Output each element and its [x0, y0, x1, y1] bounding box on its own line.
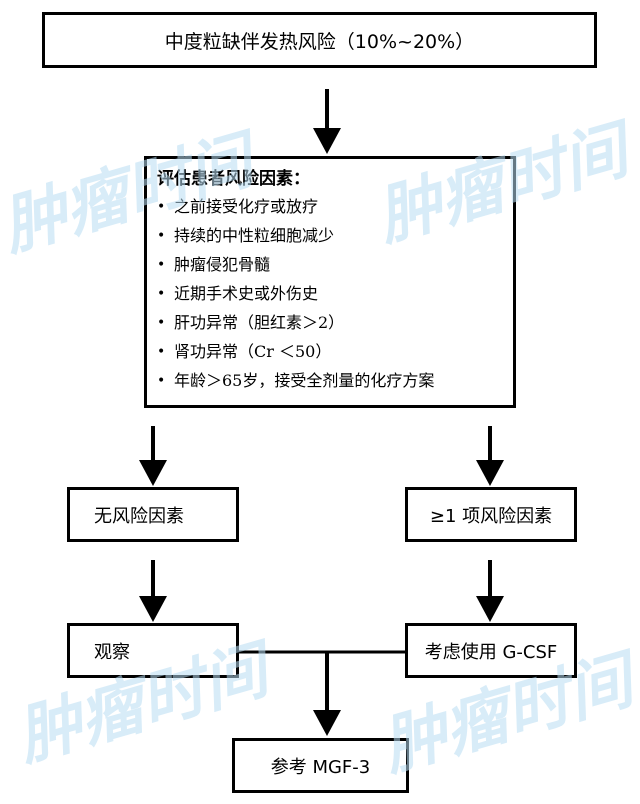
- risk-factor-text: 肾功异常（Cr ＜50）: [174, 342, 332, 361]
- risk-factor-item: • 持续的中性粒细胞减少: [157, 226, 334, 246]
- risk-factor-text: 之前接受化疗或放疗: [174, 197, 319, 216]
- risk-factor-item: • 年龄＞65岁，接受全剂量的化疗方案: [157, 371, 434, 391]
- bullet-icon: •: [157, 257, 166, 273]
- risk-factor-text: 肿瘤侵犯骨髓: [174, 255, 271, 274]
- risk-factor-item: • 肝功异常（胆红素＞2）: [157, 313, 344, 333]
- has-risk-factors-label: ≥1 项风险因素: [429, 505, 553, 527]
- bullet-icon: •: [157, 286, 166, 302]
- risk-factors-box: 评估患者风险因素： • 之前接受化疗或放疗 • 持续的中性粒细胞减少 • 肿瘤侵犯骨髓…: [144, 156, 516, 408]
- risk-factor-item: • 肾功异常（Cr ＜50）: [157, 342, 331, 362]
- observe-box: 观察: [67, 623, 239, 678]
- moderate-risk-label: 中度粒缺伴发热风险（10%~20%）: [164, 30, 475, 53]
- bullet-icon: •: [157, 199, 166, 215]
- risk-factor-item: • 肿瘤侵犯骨髓: [157, 255, 270, 275]
- bullet-icon: •: [157, 373, 166, 389]
- bullet-icon: •: [157, 344, 166, 360]
- reference-mgf3-label: 参考 MGF-3: [270, 756, 371, 778]
- risk-factor-item: • 之前接受化疗或放疗: [157, 197, 318, 217]
- consider-gcsf-box: 考虑使用 G-CSF: [405, 623, 577, 678]
- risk-factor-text: 持续的中性粒细胞减少: [174, 226, 335, 245]
- moderate-risk-box: 中度粒缺伴发热风险（10%~20%）: [42, 12, 597, 68]
- bullet-icon: •: [157, 315, 166, 331]
- risk-factor-text: 年龄＞65岁，接受全剂量的化疗方案: [174, 371, 435, 390]
- no-risk-factors-box: 无风险因素: [67, 487, 239, 542]
- consider-gcsf-label: 考虑使用 G-CSF: [424, 641, 558, 663]
- reference-mgf3-box: 参考 MGF-3: [232, 738, 409, 793]
- has-risk-factors-box: ≥1 项风险因素: [405, 487, 577, 542]
- no-risk-factors-label: 无风险因素: [94, 505, 184, 527]
- risk-factors-title: 评估患者风险因素：: [157, 169, 310, 189]
- risk-factor-text: 肝功异常（胆红素＞2）: [174, 313, 345, 332]
- risk-factor-text: 近期手术史或外伤史: [174, 284, 319, 303]
- bullet-icon: •: [157, 228, 166, 244]
- observe-label: 观察: [94, 641, 130, 663]
- risk-factor-item: • 近期手术史或外伤史: [157, 284, 318, 304]
